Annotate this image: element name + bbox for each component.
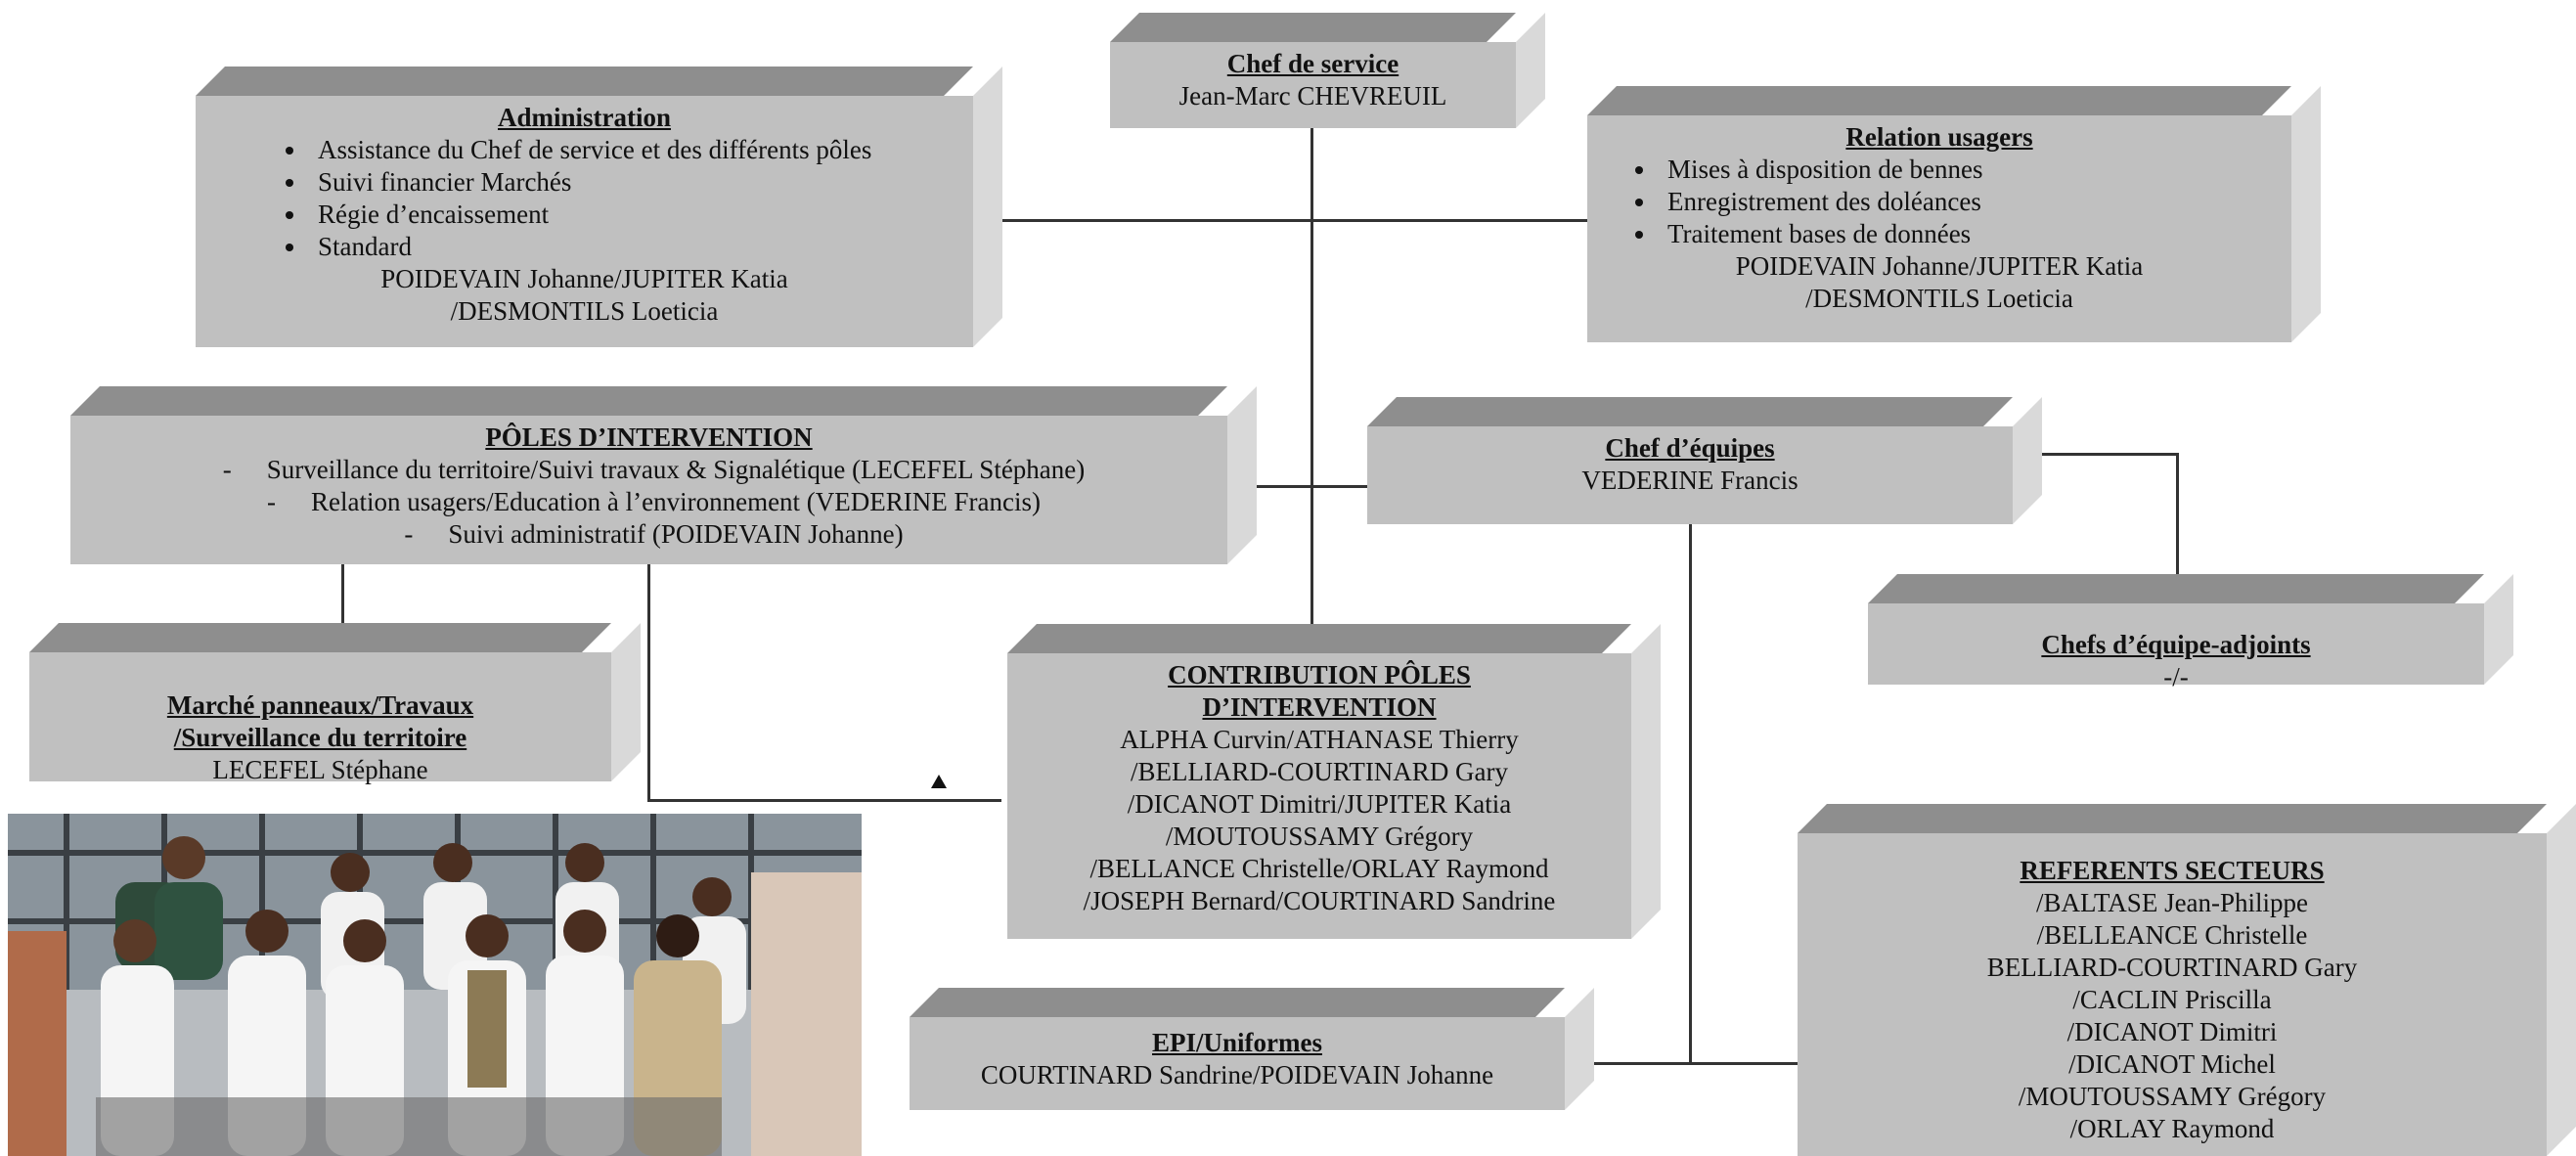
administration-item: Standard: [308, 231, 963, 263]
poles-intervention-item: Relation usagers/Education à l’environne…: [80, 486, 1218, 518]
poles-intervention-box: PÔLES D’INTERVENTION Surveillance du ter…: [70, 386, 1257, 564]
contribution-name: /JOSEPH Bernard/COURTINARD Sandrine: [1083, 886, 1556, 915]
marche-panneaux-box: Marché panneaux/Travaux /Surveillance du…: [29, 623, 641, 784]
connector-chef-vertical: [1310, 127, 1313, 655]
chef-equipes-box: Chef d’équipes VEDERINE Francis: [1367, 397, 2042, 524]
chef-equipes-name: VEDERINE Francis: [1581, 466, 1799, 495]
relation-usagers-title: Relation usagers: [1845, 122, 2033, 152]
epi-box: EPI/Uniformes COURTINARD Sandrine/POIDEV…: [910, 988, 1594, 1110]
referents-name: /ORLAY Raymond: [2069, 1114, 2275, 1143]
chefs-adjoints-title: Chefs d’équipe-adjoints: [2041, 630, 2311, 659]
administration-item: Régie d’encaissement: [308, 199, 963, 231]
administration-box: Administration Assistance du Chef de ser…: [196, 67, 1002, 347]
chef-equipes-title: Chef d’équipes: [1605, 433, 1775, 463]
poles-intervention-list: Surveillance du territoire/Suivi travaux…: [80, 454, 1218, 551]
contribution-name: /BELLIARD-COURTINARD Gary: [1130, 757, 1509, 786]
relation-usagers-names: /DESMONTILS Loeticia: [1805, 284, 2073, 313]
administration-names: /DESMONTILS Loeticia: [450, 296, 719, 326]
referents-title: REFERENTS SECTEURS: [2020, 856, 2325, 885]
relation-usagers-item: Traitement bases de données: [1658, 218, 2282, 250]
triangle-marker-icon: [931, 775, 947, 788]
relation-usagers-box: Relation usagers Mises à disposition de …: [1587, 86, 2321, 342]
poles-intervention-item: Suivi administratif (POIDEVAIN Johanne): [80, 518, 1218, 551]
chef-service-box: Chef de service Jean-Marc CHEVREUIL: [1110, 13, 1545, 128]
connector-chefequipes-adjoints-v: [2176, 453, 2179, 607]
referents-name: /DICANOT Dimitri: [2066, 1017, 2278, 1046]
connector-poles-marche: [341, 561, 344, 635]
marche-panneaux-title: Marché panneaux/Travaux: [166, 690, 474, 720]
contribution-name: /DICANOT Dimitri/JUPITER Katia: [1127, 789, 1512, 819]
administration-item: Suivi financier Marchés: [308, 166, 963, 199]
relation-usagers-item: Mises à disposition de bennes: [1658, 154, 2282, 186]
chef-service-title: Chef de service: [1226, 49, 1399, 78]
poles-intervention-title: PÔLES D’INTERVENTION: [485, 422, 813, 452]
connector-poles-contribution-v: [647, 563, 650, 801]
administration-list: Assistance du Chef de service et des dif…: [205, 134, 963, 263]
connector-admin-relation: [973, 219, 1589, 222]
referents-name: /BALTASE Jean-Philippe: [2035, 888, 2309, 917]
marche-panneaux-name: LECEFEL Stéphane: [212, 755, 428, 784]
referents-name: /BELLEANCE Christelle: [2036, 920, 2308, 950]
contribution-name: /BELLANCE Christelle/ORLAY Raymond: [1089, 854, 1549, 883]
chefs-adjoints-box: Chefs d’équipe-adjoints -/-: [1868, 574, 2513, 691]
team-photo: [8, 814, 862, 1156]
chefs-adjoints-name: -/-: [2163, 662, 2189, 691]
contribution-name: /MOUTOUSSAMY Grégory: [1165, 822, 1474, 851]
relation-usagers-list: Mises à disposition de bennes Enregistre…: [1597, 154, 2282, 250]
referents-name: /CACLIN Priscilla: [2072, 985, 2272, 1014]
chef-service-name: Jean-Marc CHEVREUIL: [1178, 81, 1447, 111]
poles-intervention-item: Surveillance du territoire/Suivi travaux…: [80, 454, 1218, 486]
relation-usagers-names: POIDEVAIN Johanne/JUPITER Katia: [1735, 251, 2144, 281]
connector-chefequipes-vertical: [1689, 521, 1692, 1065]
referents-name: /MOUTOUSSAMY Grégory: [2018, 1082, 2327, 1111]
connector-epi-referents: [1565, 1062, 1799, 1065]
referents-name: /DICANOT Michel: [2068, 1049, 2276, 1079]
contribution-title: CONTRIBUTION PÔLES: [1168, 660, 1471, 689]
contribution-box: CONTRIBUTION PÔLES D’INTERVENTION ALPHA …: [1007, 624, 1661, 939]
contribution-title: D’INTERVENTION: [1202, 692, 1437, 722]
marche-panneaux-title: /Surveillance du territoire: [173, 723, 467, 752]
connector-poles-chefequipes: [1247, 485, 1374, 488]
referents-box: REFERENTS SECTEURS /BALTASE Jean-Philipp…: [1798, 804, 2576, 1156]
relation-usagers-item: Enregistrement des doléances: [1658, 186, 2282, 218]
connector-poles-contribution-h: [647, 799, 1001, 802]
epi-name: COURTINARD Sandrine/POIDEVAIN Johanne: [980, 1060, 1494, 1089]
contribution-name: ALPHA Curvin/ATHANASE Thierry: [1120, 725, 1519, 754]
administration-names: POIDEVAIN Johanne/JUPITER Katia: [380, 264, 788, 293]
administration-item: Assistance du Chef de service et des dif…: [308, 134, 963, 166]
administration-title: Administration: [497, 103, 672, 132]
referents-name: BELLIARD-COURTINARD Gary: [1986, 953, 2358, 982]
connector-chefequipes-adjoints-h: [2022, 453, 2179, 456]
epi-title: EPI/Uniformes: [1152, 1028, 1322, 1057]
